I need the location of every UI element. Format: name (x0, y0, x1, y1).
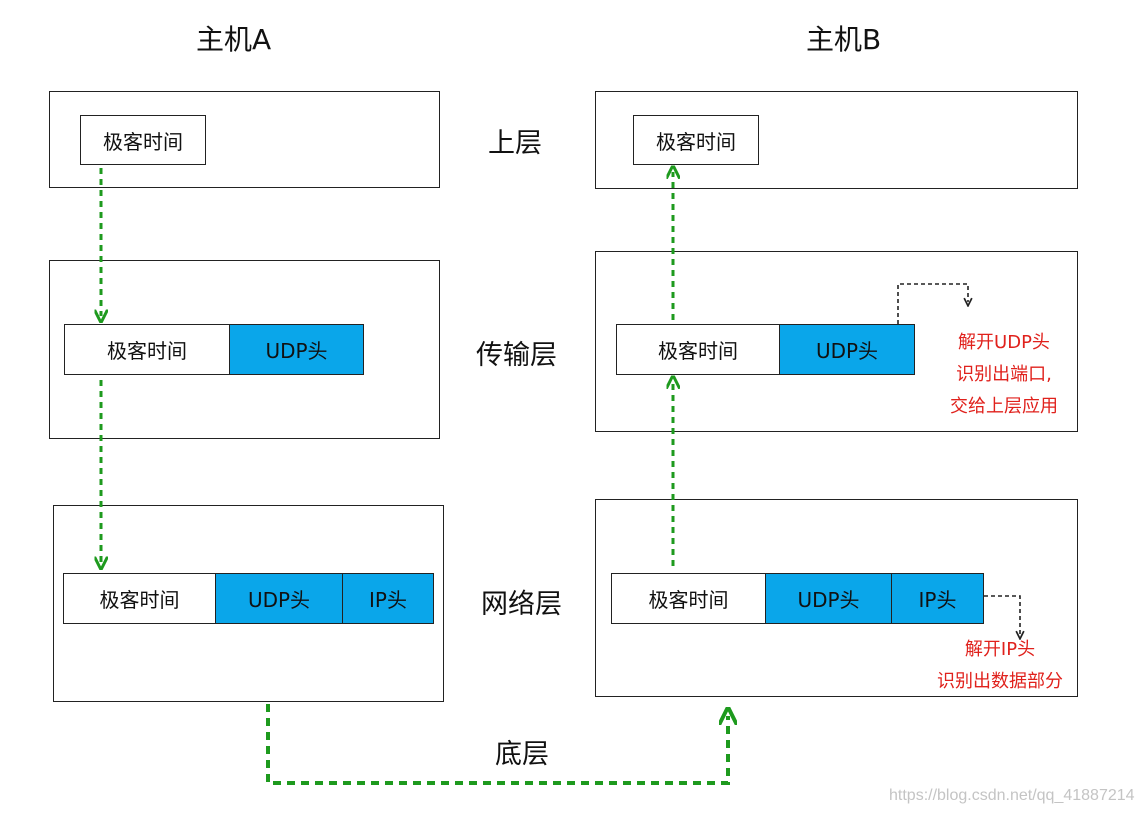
transport-note-line-1: 解开UDP头 (958, 332, 1050, 353)
host-a-network-data-cell: 极客时间 (63, 573, 216, 624)
host-b-upper-data-cell: 极客时间 (633, 115, 759, 165)
host-b-network-udp-header-cell: UDP头 (765, 573, 892, 624)
transport-unpack-note: 解开UDP头 识别出端口, 交给上层应用 (942, 327, 1066, 423)
transport-note-line-2: 识别出端口, (956, 364, 1052, 385)
host-b-transport-udp-header-cell: UDP头 (779, 324, 915, 375)
arrow-bottom-a-to-b (266, 704, 728, 785)
network-note-line-1: 解开IP头 (964, 639, 1036, 660)
host-a-transport-data-cell: 极客时间 (64, 324, 230, 375)
layer-label-transport: 传输层 (476, 340, 557, 371)
layer-label-bottom: 底层 (495, 739, 549, 770)
pointer-transport-note (897, 283, 968, 324)
host-a-upper-layer-box (49, 91, 440, 188)
transport-note-line-3: 交给上层应用 (950, 396, 1058, 417)
pointer-network-note (984, 595, 1020, 635)
network-note-line-2: 识别出数据部分 (937, 671, 1063, 692)
host-a-title: 主机A (196, 23, 272, 56)
host-a-transport-udp-header-cell: UDP头 (229, 324, 364, 375)
host-a-network-udp-header-cell: UDP头 (215, 573, 343, 624)
host-b-title: 主机B (806, 23, 882, 56)
host-a-upper-data-cell: 极客时间 (80, 115, 206, 165)
host-b-transport-data-cell: 极客时间 (616, 324, 780, 375)
layer-label-upper: 上层 (488, 128, 542, 159)
layer-label-network: 网络层 (481, 589, 562, 620)
watermark: https://blog.csdn.net/qq_41887214 (889, 787, 1135, 804)
network-unpack-note: 解开IP头 识别出数据部分 (926, 634, 1074, 698)
host-a-network-ip-header-cell: IP头 (342, 573, 434, 624)
host-b-network-ip-header-cell: IP头 (891, 573, 984, 624)
